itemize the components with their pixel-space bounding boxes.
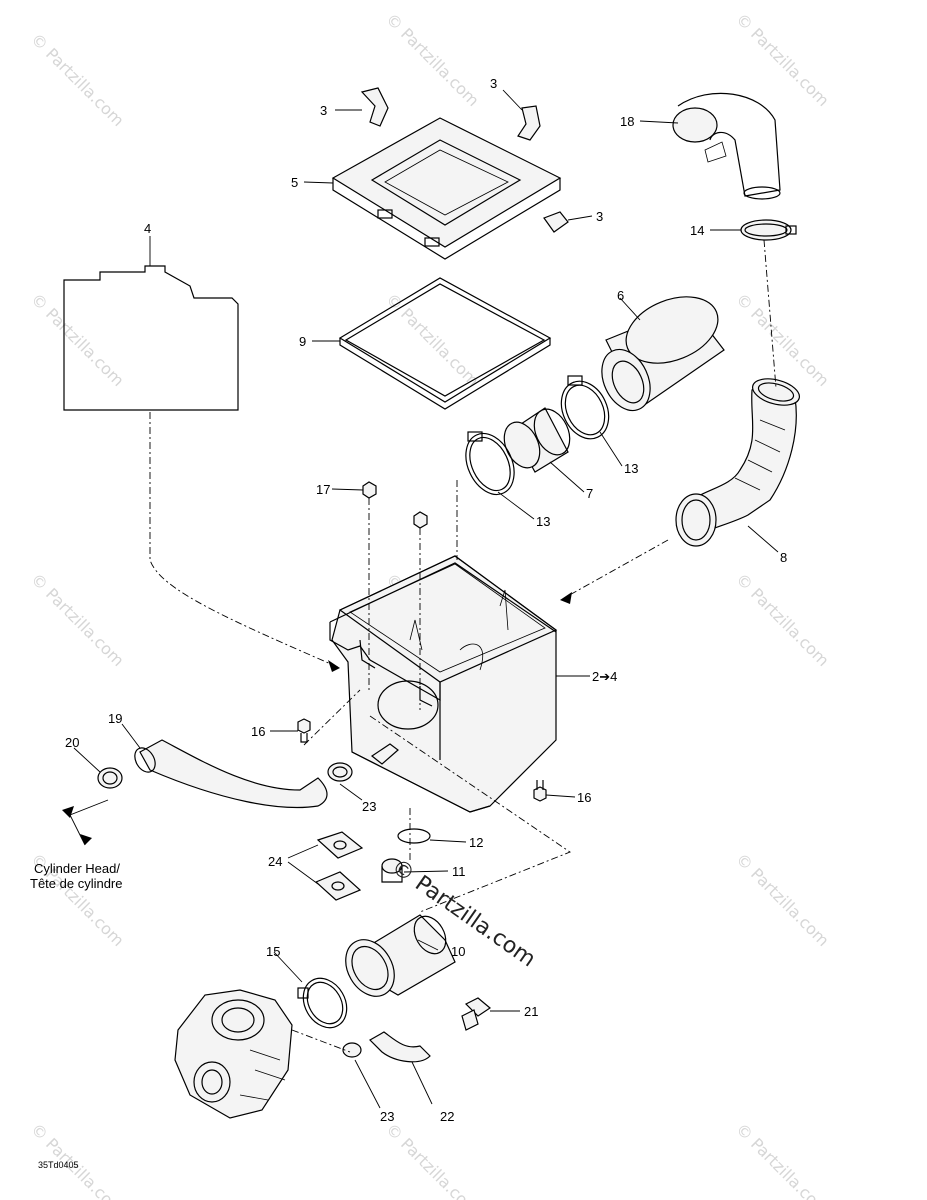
clamp-13-upper (560, 375, 610, 440)
air-filter (601, 296, 725, 412)
callout-12: 12 (469, 835, 483, 850)
gasket-upper (316, 831, 364, 859)
clamp-23-lower (342, 1042, 362, 1058)
callout-16-right: 16 (577, 790, 591, 805)
note-line-1: Cylinder Head/ (34, 861, 120, 876)
cylinder-head-note: Cylinder Head/ Tête de cylindre (30, 861, 123, 891)
gasket-lower (314, 871, 362, 901)
callout-10: 10 (451, 944, 465, 959)
svg-text:© Partzilla.com: © Partzilla.com (27, 569, 128, 670)
callout-3-lower: 3 (596, 209, 603, 224)
callout-23-upper: 23 (362, 799, 376, 814)
callout-15: 15 (266, 944, 280, 959)
callout-18: 18 (620, 114, 634, 129)
callout-5: 5 (291, 175, 298, 190)
callout-11: 11 (452, 864, 466, 879)
callout-4: 4 (144, 221, 151, 236)
clip-right (517, 105, 541, 141)
intake-hose (675, 378, 800, 547)
clip-left (360, 87, 389, 127)
nut-17a (362, 481, 377, 499)
callout-6: 6 (617, 288, 624, 303)
callouts: 3 3 3 5 4 9 6 18 14 13 7 13 17 8 2➔4 16 … (65, 76, 787, 1124)
fitting-airbox (370, 743, 399, 765)
callout-19: 19 (108, 711, 122, 726)
svg-text:© Partzilla.com: © Partzilla.com (732, 9, 833, 110)
callout-22: 22 (440, 1109, 454, 1124)
svg-text:© Partzilla.com: © Partzilla.com (27, 289, 128, 390)
carburetor (174, 989, 293, 1119)
clamp-15 (297, 977, 348, 1029)
callout-24: 24 (268, 854, 282, 869)
callout-3-right: 3 (490, 76, 497, 91)
callout-17: 17 (316, 482, 330, 497)
callout-14: 14 (690, 223, 704, 238)
callout-21: 21 (524, 1004, 538, 1019)
svg-text:© Partzilla.com: © Partzilla.com (382, 1119, 483, 1200)
clamp-upper (740, 219, 797, 241)
hose-22 (369, 1031, 431, 1063)
bolt-16b (533, 780, 547, 802)
filter-seal (338, 277, 552, 410)
label-outline-part (63, 265, 239, 411)
svg-text:© Partzilla.com: © Partzilla.com (732, 289, 833, 390)
throttle-adaptor (345, 914, 456, 997)
svg-text:© Partzilla.com: © Partzilla.com (732, 849, 833, 950)
grommet (381, 858, 403, 883)
svg-text:© Partzilla.com: © Partzilla.com (732, 1119, 833, 1200)
clip-lower (543, 211, 569, 233)
note-line-2: Tête de cylindre (30, 876, 123, 891)
airbox-cover (331, 117, 562, 260)
nut-17b (413, 511, 428, 529)
breather-hose (134, 739, 328, 809)
callout-3-left: 3 (320, 103, 327, 118)
spring-clip (397, 828, 431, 844)
clamp-13-lower (465, 431, 515, 496)
airbox (329, 555, 558, 813)
fitting-21 (461, 997, 492, 1031)
callout-8: 8 (780, 550, 787, 565)
callout-13-upper: 13 (624, 461, 638, 476)
leader-lines (69, 89, 779, 1109)
intake-elbow (672, 92, 781, 200)
callout-23-lower: 23 (380, 1109, 394, 1124)
svg-text:© Partzilla.com: © Partzilla.com (732, 569, 833, 670)
bolt-16a (297, 718, 311, 743)
clamp-23-upper (327, 762, 353, 782)
callout-2-to-4: 2➔4 (592, 669, 617, 684)
callout-13-lower: 13 (536, 514, 550, 529)
clamp-20 (97, 767, 123, 789)
arrow-heads (62, 592, 572, 845)
callout-9: 9 (299, 334, 306, 349)
intake-boot (503, 407, 571, 473)
callout-7: 7 (586, 486, 593, 501)
drawing-code: 35Td0405 (38, 1160, 79, 1170)
assembly-lines (149, 239, 777, 1053)
svg-text:© Partzilla.com: © Partzilla.com (382, 9, 483, 110)
callout-20: 20 (65, 735, 79, 750)
svg-text:© Partzilla.com: © Partzilla.com (27, 29, 128, 130)
callout-16-left: 16 (251, 724, 265, 739)
svg-text:© Partzilla.com: © Partzilla.com (382, 289, 483, 390)
